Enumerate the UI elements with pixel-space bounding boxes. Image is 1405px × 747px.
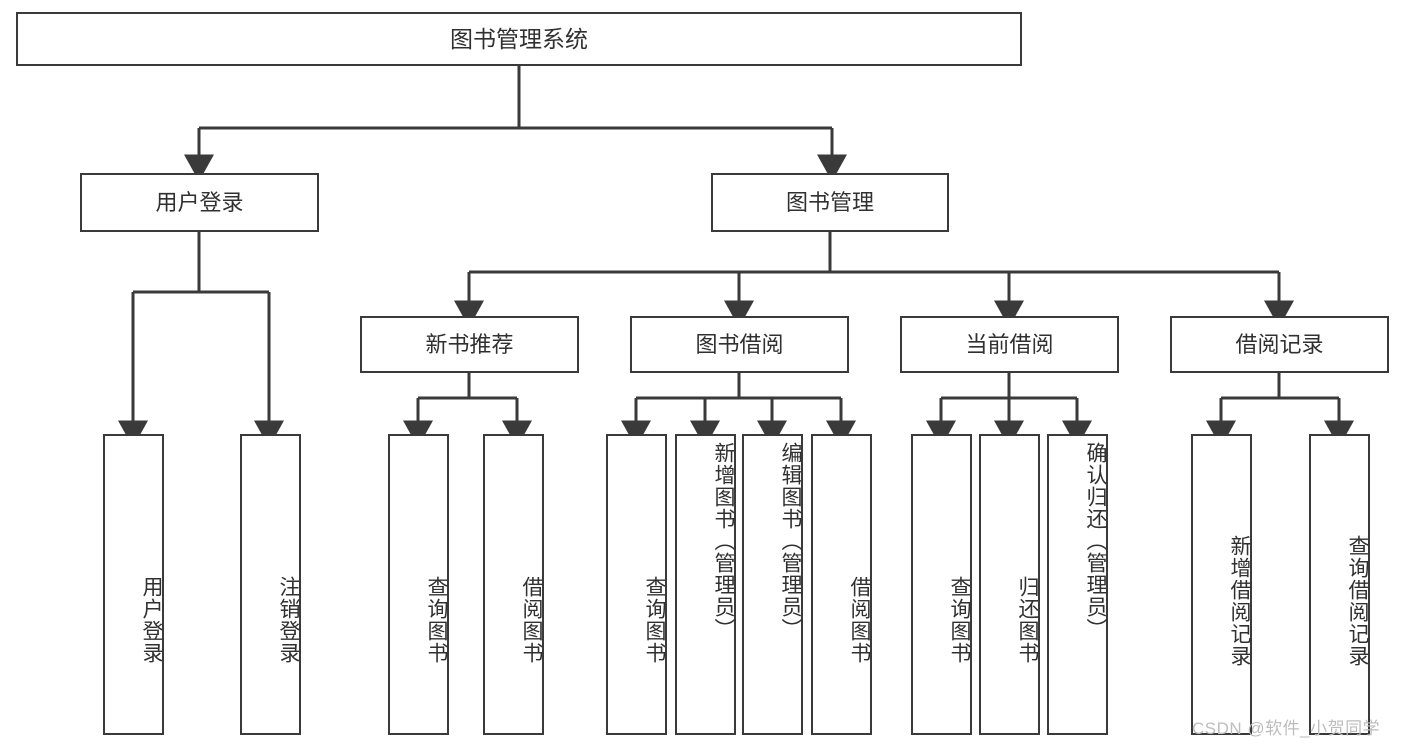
node-current-borrow[interactable]: 当前借阅 (900, 316, 1119, 373)
leaf-query-book-borrow[interactable]: 查询图书 (606, 434, 667, 735)
node-book-manage[interactable]: 图书管理 (711, 173, 949, 232)
csdn-watermark: CSDN @软件_小贺同学 (1192, 719, 1381, 738)
node-book-borrow[interactable]: 图书借阅 (630, 316, 849, 373)
node-root[interactable]: 图书管理系统 (16, 12, 1022, 66)
leaf-return-book[interactable]: 归还图书 (979, 434, 1040, 735)
leaf-add-book-admin[interactable]: 新增图书（管理员） (675, 434, 736, 735)
leaf-add-borrow-record[interactable]: 新增借阅记录 (1191, 434, 1252, 735)
node-new-book-recommend[interactable]: 新书推荐 (360, 316, 579, 373)
leaf-confirm-return-admin[interactable]: 确认归还（管理员） (1047, 434, 1108, 735)
leaf-query-book-recommend[interactable]: 查询图书 (388, 434, 449, 735)
leaf-user-login[interactable]: 用户登录 (103, 434, 164, 735)
leaf-logout-login[interactable]: 注销登录 (240, 434, 301, 735)
node-borrow-record[interactable]: 借阅记录 (1170, 316, 1389, 373)
leaf-query-borrow-record[interactable]: 查询借阅记录 (1309, 434, 1370, 735)
leaf-edit-book-admin[interactable]: 编辑图书（管理员） (742, 434, 803, 735)
leaf-query-book-current[interactable]: 查询图书 (911, 434, 972, 735)
leaf-borrow-book[interactable]: 借阅图书 (811, 434, 872, 735)
leaf-borrow-book-recommend[interactable]: 借阅图书 (483, 434, 544, 735)
node-user-login[interactable]: 用户登录 (80, 173, 319, 232)
